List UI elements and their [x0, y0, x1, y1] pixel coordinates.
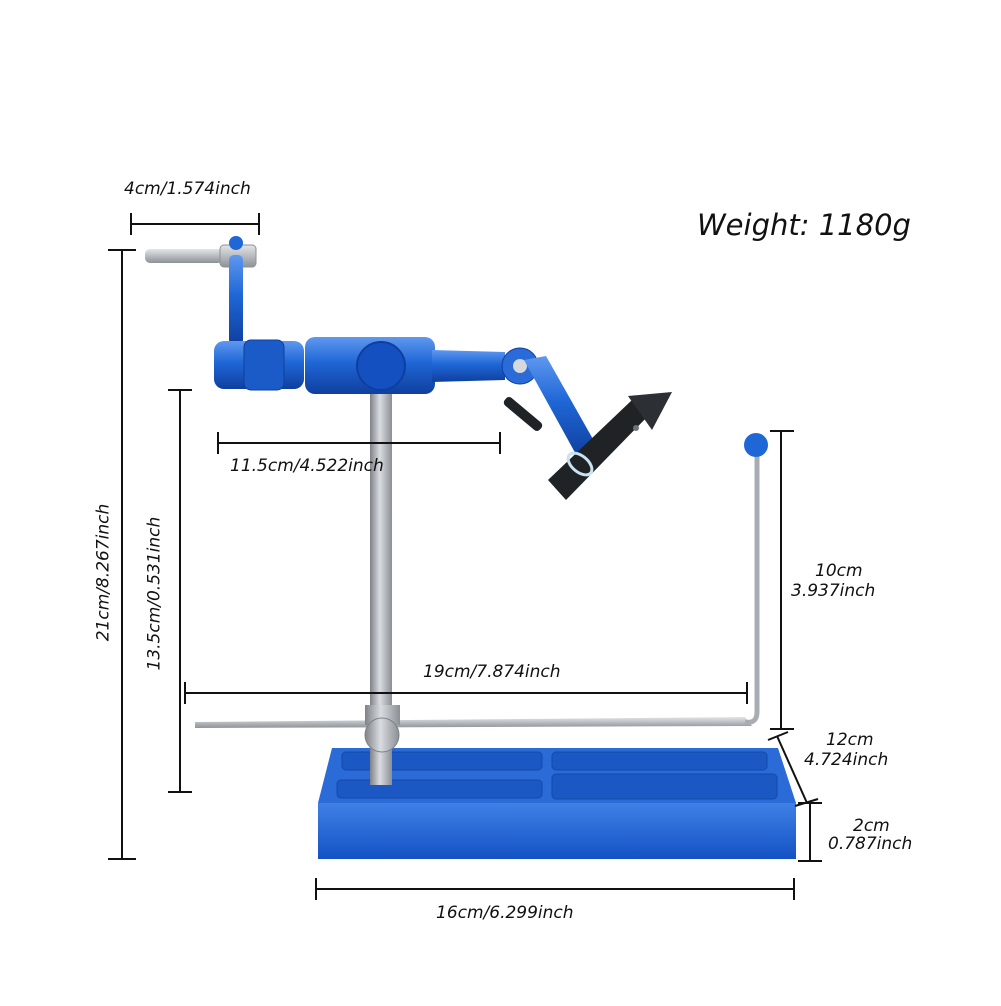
base-height-cm-label: 2cm [853, 816, 890, 836]
stem-height-dimension [168, 389, 192, 793]
bobbin-rest-vertical-rod [744, 455, 760, 725]
bobbin-rest-depth-in-label: 4.724inch [804, 750, 889, 770]
collar-knob [364, 717, 400, 753]
bobbin-rest [195, 433, 768, 728]
bobbin-rest-ball [744, 433, 768, 457]
crank-knob [229, 236, 243, 250]
crank-arm [229, 255, 243, 345]
vise-stem [370, 390, 392, 785]
stem-collar [364, 705, 400, 753]
knurled-tension-knob [243, 339, 285, 391]
arm-length-dimension [217, 432, 501, 454]
total-height-label: 21cm/8.267inch [93, 503, 114, 642]
top-width-dimension [130, 213, 260, 235]
base-height-in-label: 0.787inch [828, 834, 913, 854]
base-arm-label: 19cm/7.874inch [423, 662, 561, 682]
jaw-assembly [503, 356, 672, 500]
base-tool-slot [551, 773, 778, 800]
base-tool-slot [551, 751, 768, 771]
jaw-o-ring [566, 451, 594, 477]
base-arm-dimension [184, 682, 748, 704]
bobbin-rest-height-dimension [770, 430, 794, 730]
total-height-dimension [108, 249, 136, 860]
angled-arm [432, 350, 505, 382]
base-tool-slot [336, 779, 543, 799]
weight-label: Weight: 1180g [697, 208, 911, 242]
vise-head [214, 337, 539, 394]
crank-handle-grip [145, 249, 223, 263]
jaw-body [548, 400, 648, 500]
pivot-screw [513, 359, 527, 373]
stem-height-label: 13.5cm/0.531inch [144, 516, 165, 671]
base-width-dimension [315, 878, 795, 900]
jaw-arm [524, 356, 598, 458]
jaw-lever [503, 397, 543, 431]
bobbin-rest-height-cm-label: 10cm [815, 561, 863, 581]
arm-length-label: 11.5cm/4.522inch [230, 456, 384, 476]
base-front-face [318, 803, 796, 859]
bobbin-rest-height-in-label: 3.937inch [791, 581, 876, 601]
base-height-dimension [798, 802, 822, 862]
bobbin-rest-horizontal-rod [195, 717, 752, 728]
jaw-screw [633, 425, 639, 431]
bobbin-rest-depth-cm-label: 12cm [826, 730, 874, 750]
rotary-crank [145, 236, 257, 345]
jaw-tip [628, 392, 672, 430]
base-width-label: 16cm/6.299inch [436, 903, 574, 923]
stem-clamp-knob [356, 341, 406, 391]
top-width-label: 4cm/1.574inch [124, 179, 251, 199]
dimension-lines [108, 213, 822, 900]
